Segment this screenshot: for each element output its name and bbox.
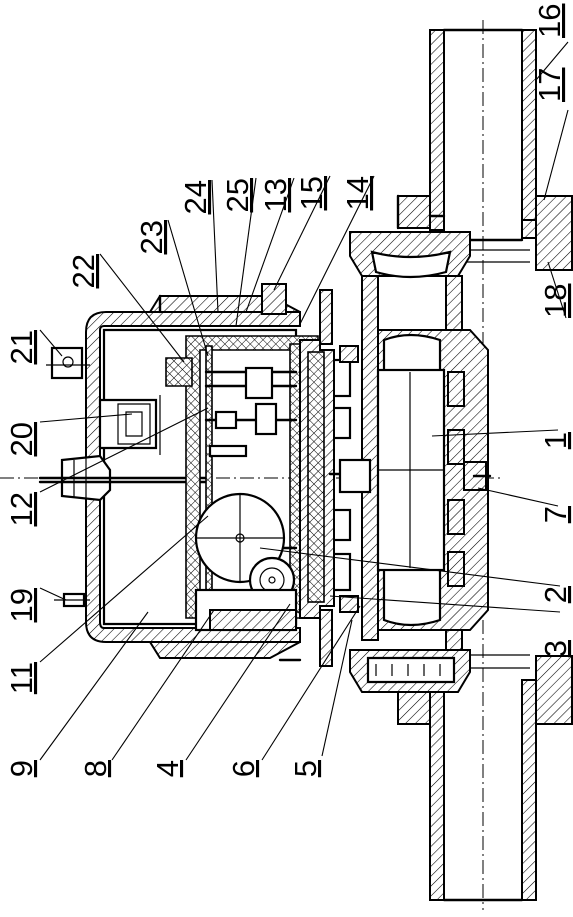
register-cover bbox=[158, 294, 302, 662]
callout-25: 25 bbox=[220, 178, 255, 212]
callout-1: 1 bbox=[538, 432, 573, 449]
callout-11: 11 bbox=[4, 662, 39, 694]
callout-23: 23 bbox=[134, 220, 169, 254]
callout-16: 16 bbox=[532, 4, 567, 38]
magnetic-coupling bbox=[299, 289, 372, 667]
callout-14: 14 bbox=[340, 176, 375, 210]
callout-7: 7 bbox=[538, 506, 573, 523]
callout-17: 17 bbox=[532, 68, 567, 102]
outlet-tailpiece bbox=[396, 28, 573, 271]
callout-3: 3 bbox=[538, 640, 573, 657]
callout-9: 9 bbox=[4, 760, 39, 777]
callout-13: 13 bbox=[258, 178, 293, 212]
callout-18: 18 bbox=[538, 284, 573, 318]
callout-8: 8 bbox=[78, 760, 113, 777]
gear-mechanism bbox=[165, 335, 319, 619]
callout-20: 20 bbox=[4, 422, 39, 456]
callout-19: 19 bbox=[4, 588, 39, 622]
callout-22: 22 bbox=[66, 254, 101, 288]
callout-6: 6 bbox=[226, 760, 261, 777]
callout-2: 2 bbox=[538, 586, 573, 603]
callout-4: 4 bbox=[150, 760, 185, 777]
callout-5: 5 bbox=[288, 760, 323, 777]
callout-12: 12 bbox=[4, 492, 39, 526]
callout-24: 24 bbox=[178, 180, 213, 214]
leader-lines bbox=[39, 41, 569, 761]
callout-15: 15 bbox=[294, 176, 329, 210]
callout-21: 21 bbox=[4, 330, 39, 364]
